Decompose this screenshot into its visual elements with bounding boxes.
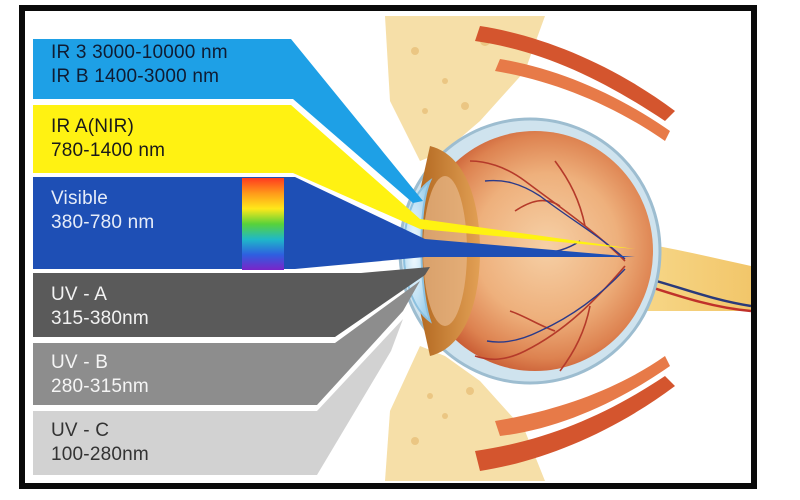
band-line: UV - B [51, 352, 109, 373]
band-line: Visible [51, 188, 109, 209]
band-line: UV - A [51, 284, 108, 305]
eye-diagram [33, 16, 751, 481]
band-line: IR B 1400-3000 nm [51, 66, 220, 87]
band-line: IR A(NIR) [51, 116, 135, 137]
band-line: 280-315nm [51, 376, 149, 397]
band-uv-a [33, 267, 430, 337]
band-uv-a-label: UV - A 315-380nm [51, 283, 149, 331]
band-visible [33, 177, 635, 269]
band-line: IR 3 3000-10000 nm [51, 42, 228, 63]
visible-spectrum-gradient [242, 178, 284, 270]
band-uv-b-label: UV - B 280-315nm [51, 351, 149, 399]
band-line: 315-380nm [51, 308, 149, 329]
band-uv-c-label: UV - C 100-280nm [51, 419, 149, 467]
band-ir3-irb [33, 39, 423, 203]
band-line: 100-280nm [51, 444, 149, 465]
band-ir-a [33, 105, 635, 249]
band-visible-label: Visible 380-780 nm [51, 187, 154, 235]
band-uv-c [33, 319, 403, 475]
band-uv-b [33, 281, 420, 405]
band-line: 380-780 nm [51, 212, 155, 233]
band-line: UV - C [51, 420, 110, 441]
eye-muscles [475, 26, 675, 471]
band-ir-a-label: IR A(NIR) 780-1400 nm [51, 115, 165, 163]
diagram-frame: IR 3 3000-10000 nm IR B 1400-3000 nm IR … [19, 5, 757, 489]
band-ir3-irb-label: IR 3 3000-10000 nm IR B 1400-3000 nm [51, 41, 228, 89]
band-line: 780-1400 nm [51, 140, 166, 161]
